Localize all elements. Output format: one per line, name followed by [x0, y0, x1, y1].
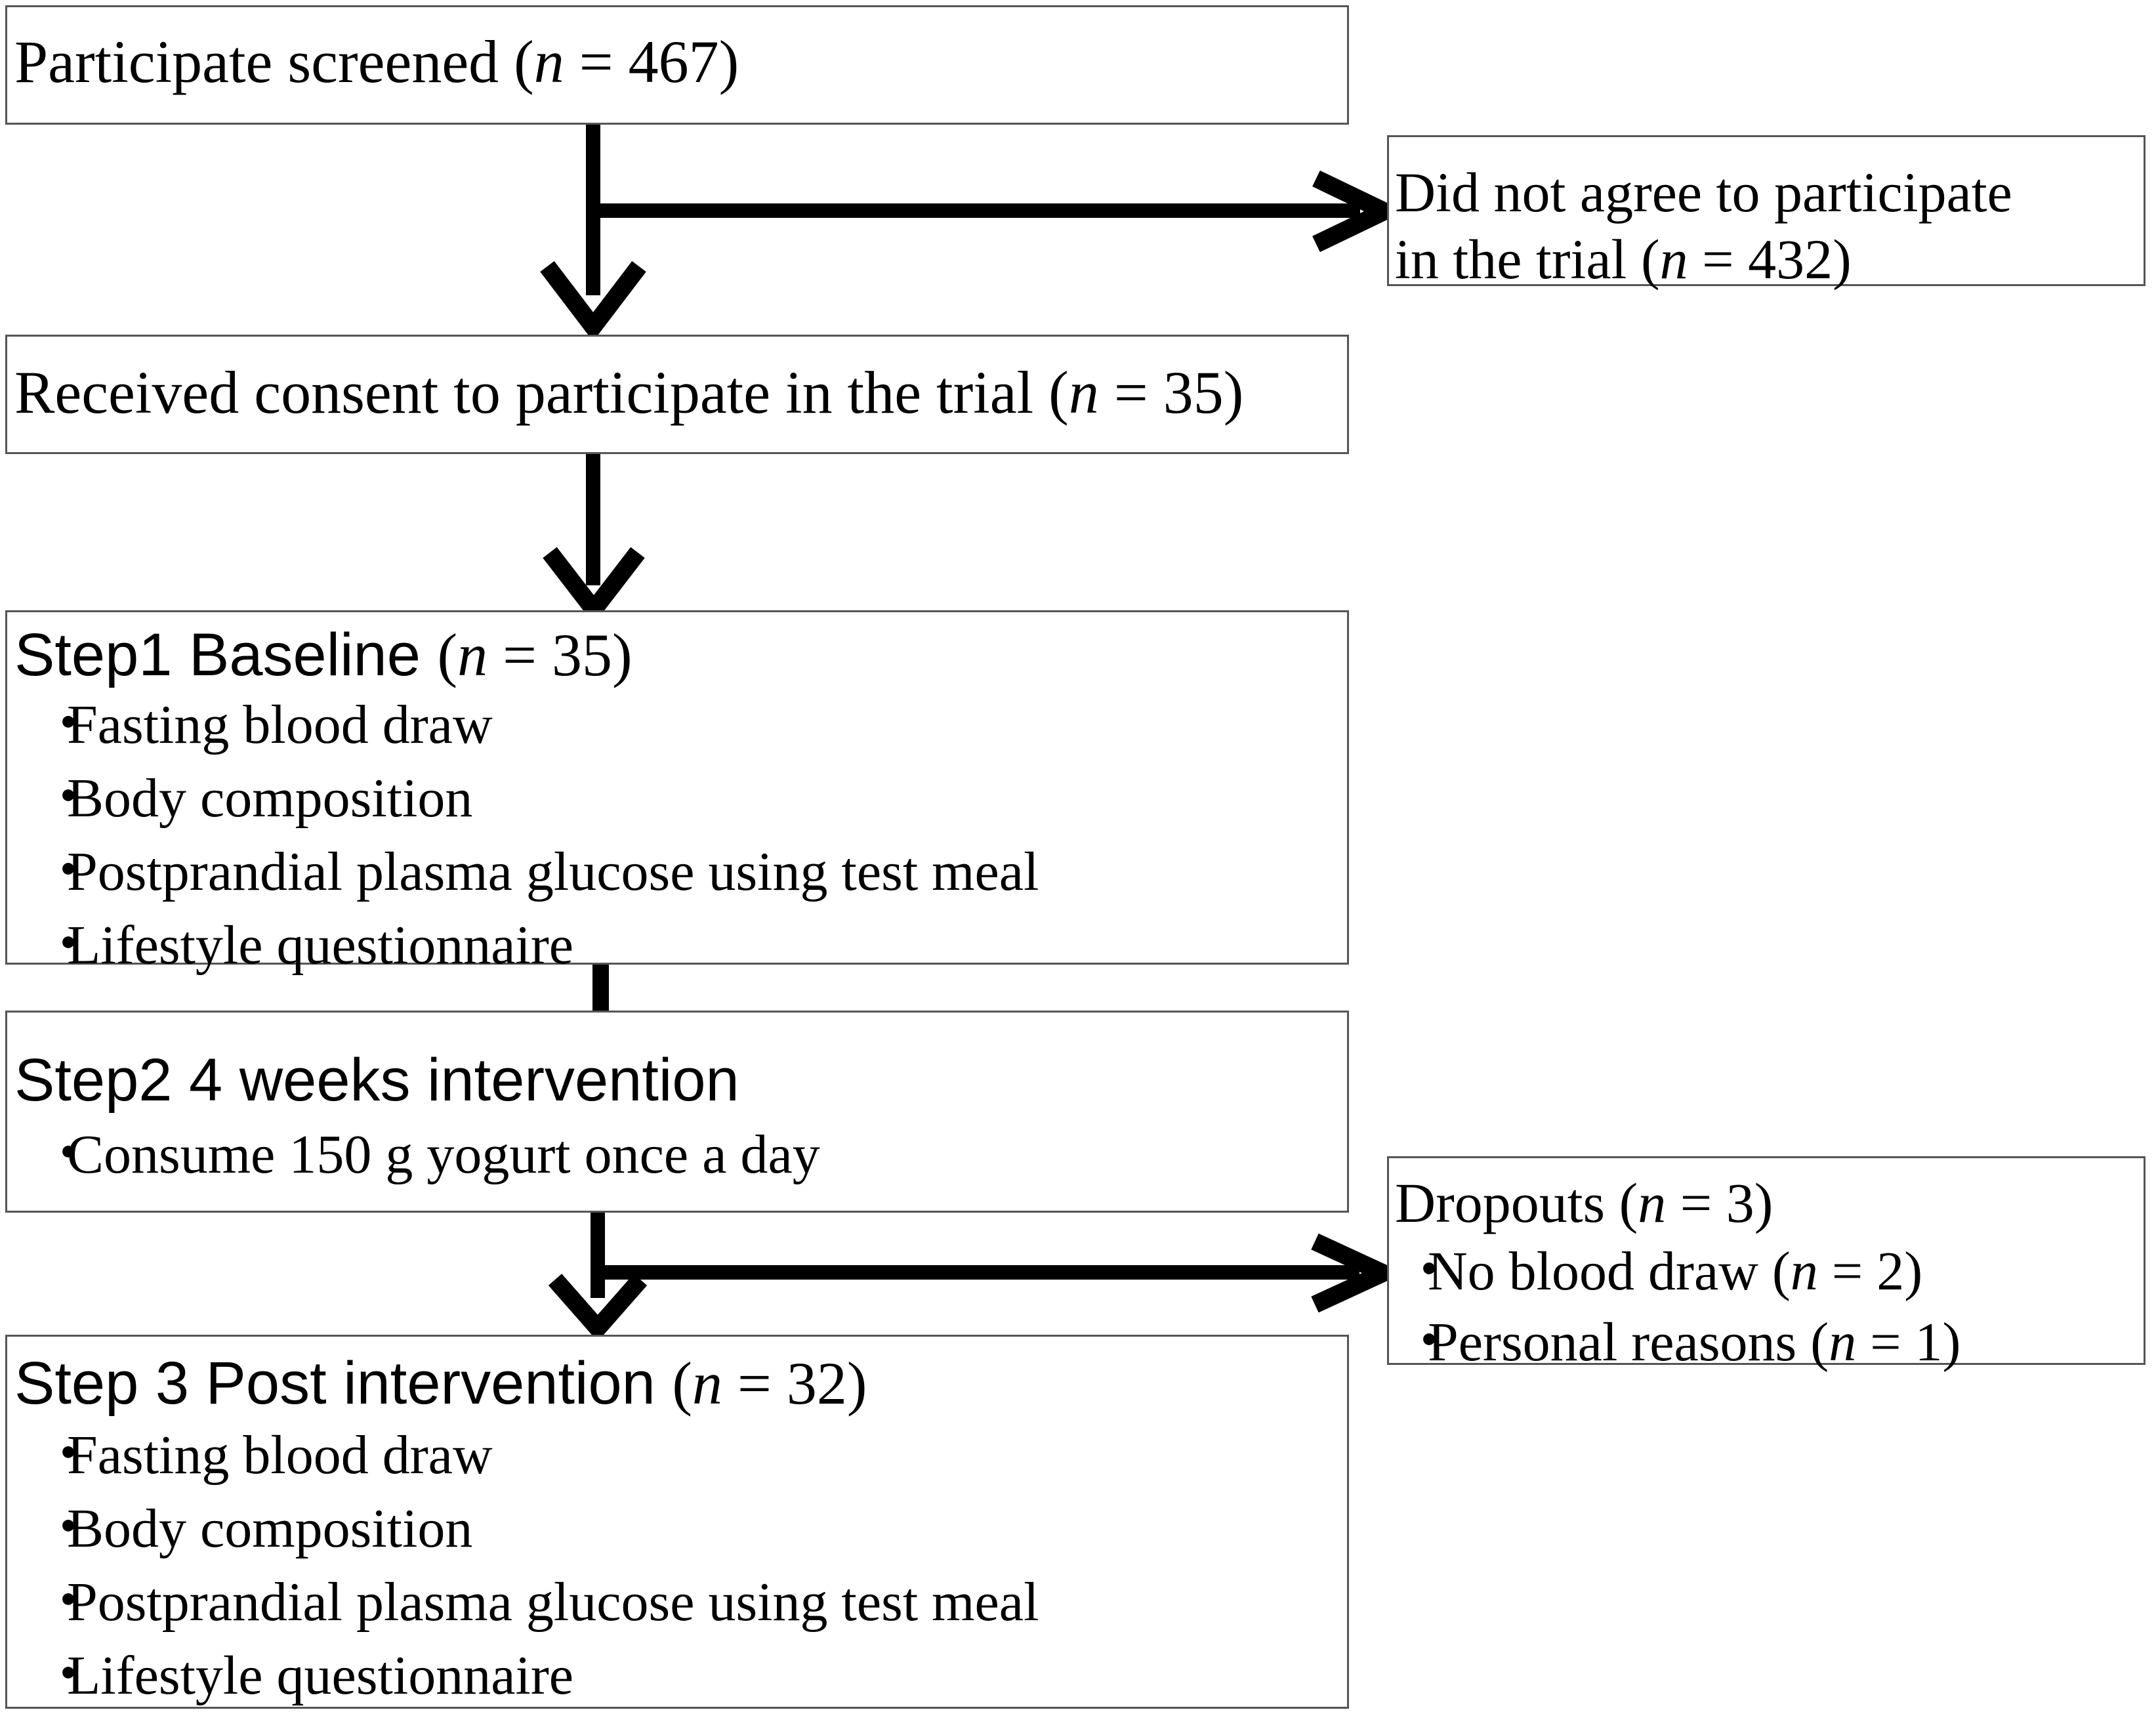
box-step3-heading: Step 3 Post intervention (n = 32) [14, 1353, 867, 1413]
connector-step2-to-step3-arrowhead [548, 1274, 648, 1342]
screened-n-symbol: n [533, 28, 564, 95]
bullet-dot-icon: ・ [41, 694, 96, 755]
box-did-not-agree [1387, 135, 2146, 286]
consent-text-prefix: Received consent to participate in the t… [14, 359, 1069, 426]
step1-heading-sans: Step1 Baseline [14, 621, 438, 688]
step1-heading-suffix: = 35) [487, 621, 632, 688]
connector-step2-to-dropouts-arrowhead [1311, 1233, 1405, 1313]
notagree-line1-text: Did not agree to participate [1395, 161, 2012, 224]
step3-bullet-2-label: Body composition [67, 1498, 473, 1559]
bullet-dot-icon: ・ [41, 1498, 96, 1559]
dropouts-heading-prefix: Dropouts ( [1395, 1171, 1638, 1234]
screened-text-suffix: = 467) [564, 28, 739, 95]
box-participants-screened-label: Participate screened (n = 467) [14, 31, 739, 92]
step3-paren-open: ( [672, 1350, 693, 1417]
step2-bullet-item-1: ・Consume 150 g yogurt once a day [41, 1127, 820, 1182]
bullet-dot-icon: ・ [1401, 1241, 1457, 1302]
step3-heading-sans: Step 3 Post intervention [14, 1350, 673, 1417]
dropouts-bullet-1-prefix: No blood draw ( [1428, 1241, 1791, 1302]
connector-screened-to-consent-arrowhead [540, 261, 646, 342]
dropouts-bullet-item-1: ・No blood draw (n = 2) [1401, 1244, 1922, 1299]
step3-bullet-item-4: ・Lifestyle questionnaire [41, 1648, 573, 1704]
connector-step2-to-dropouts-line [591, 1265, 1359, 1280]
step3-bullet-3-label: Postprandial plasma glucose using test m… [67, 1572, 1039, 1633]
box-dropouts [1387, 1156, 2146, 1365]
bullet-dot-icon: ・ [41, 1572, 96, 1633]
step1-bullet-3-label: Postprandial plasma glucose using test m… [67, 841, 1039, 902]
step2-heading-label: Step2 4 weeks intervention [14, 1047, 739, 1114]
notagree-n-symbol: n [1659, 228, 1688, 291]
dropouts-n-symbol: n [1638, 1171, 1667, 1234]
connector-consent-to-step1-arrowhead [543, 547, 645, 625]
box-received-consent-label: Received consent to participate in the t… [14, 362, 1243, 423]
box-step1-heading: Step1 Baseline (n = 35) [14, 625, 632, 685]
bullet-dot-icon: ・ [41, 1124, 96, 1185]
consent-text-suffix: = 35) [1098, 359, 1244, 426]
connector-step1-to-step2-bar [592, 965, 609, 1012]
notagree-line2-prefix: in the trial ( [1395, 228, 1660, 291]
notagree-line2-suffix: = 432) [1688, 228, 1852, 291]
bullet-dot-icon: ・ [41, 915, 96, 976]
bullet-dot-icon: ・ [1401, 1312, 1457, 1373]
step1-bullet-4-label: Lifestyle questionnaire [67, 915, 574, 976]
box-step1-baseline [5, 610, 1349, 965]
dropouts-bullet-2-n-symbol: n [1829, 1312, 1857, 1373]
connector-screened-to-notagree-arrowhead [1312, 170, 1405, 253]
connector-consent-to-step1-stem [586, 454, 600, 585]
step1-bullet-2-label: Body composition [67, 768, 473, 829]
connector-screened-to-notagree-line [586, 203, 1360, 218]
step3-bullet-item-2: ・Body composition [41, 1501, 472, 1557]
step1-bullet-item-1: ・Fasting blood draw [41, 698, 493, 753]
step1-n-symbol: n [457, 621, 488, 688]
step3-n-symbol: n [692, 1350, 723, 1417]
bullet-dot-icon: ・ [41, 1645, 96, 1706]
step1-bullet-item-2: ・Body composition [41, 771, 472, 826]
dropouts-heading-suffix: = 3) [1666, 1171, 1773, 1234]
box-step2-intervention [5, 1011, 1349, 1213]
box-dropouts-heading: Dropouts (n = 3) [1395, 1175, 1773, 1231]
dropouts-bullet-2-prefix: Personal reasons ( [1428, 1312, 1829, 1373]
step3-heading-suffix: = 32) [722, 1350, 867, 1417]
step3-bullet-item-1: ・Fasting blood draw [41, 1428, 493, 1483]
bullet-dot-icon: ・ [41, 841, 96, 902]
step1-bullet-item-4: ・Lifestyle questionnaire [41, 918, 573, 973]
box-did-not-agree-line1: Did not agree to participate [1395, 164, 2012, 220]
step3-bullet-1-label: Fasting blood draw [67, 1425, 493, 1486]
dropouts-bullet-1-suffix: = 2) [1817, 1241, 1923, 1302]
consent-n-symbol: n [1068, 359, 1099, 426]
bullet-dot-icon: ・ [41, 1425, 96, 1486]
step1-bullet-1-label: Fasting blood draw [67, 694, 493, 755]
box-step2-heading: Step2 4 weeks intervention [14, 1050, 739, 1110]
bullet-dot-icon: ・ [41, 768, 96, 829]
step3-bullet-item-3: ・Postprandial plasma glucose using test … [41, 1575, 1039, 1630]
dropouts-bullet-2-suffix: = 1) [1856, 1312, 1961, 1373]
step2-bullet-1-label: Consume 150 g yogurt once a day [67, 1124, 820, 1185]
dropouts-bullet-item-2: ・Personal reasons (n = 1) [1401, 1315, 1961, 1370]
step3-bullet-4-label: Lifestyle questionnaire [67, 1645, 574, 1706]
dropouts-bullet-1-n-symbol: n [1790, 1241, 1818, 1302]
box-did-not-agree-line2: in the trial (n = 432) [1395, 231, 1852, 287]
step1-paren-open: ( [437, 621, 458, 688]
box-step3-post-intervention [5, 1335, 1349, 1709]
screened-text-prefix: Participate screened ( [14, 28, 534, 95]
box-participants-screened [5, 5, 1349, 125]
box-received-consent [5, 335, 1349, 454]
step1-bullet-item-3: ・Postprandial plasma glucose using test … [41, 845, 1039, 900]
